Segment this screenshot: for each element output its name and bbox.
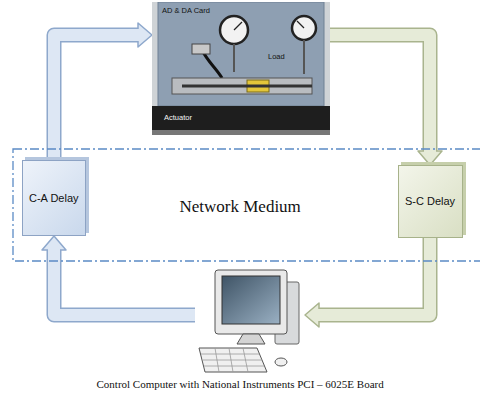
arrow-outline	[54, 250, 195, 315]
keyboard	[199, 348, 267, 372]
arrow-body	[316, 238, 430, 315]
part-label: Actuator	[164, 113, 192, 122]
delay-box: C-A Delay	[22, 160, 86, 236]
flow-arrow	[42, 236, 195, 315]
part-label: AD & DA Card	[162, 6, 210, 15]
gauge-needle	[297, 21, 304, 28]
network-band: Network Medium C-A Delay S-C Delay	[12, 148, 480, 262]
bench-top	[152, 106, 330, 130]
computer-drawing	[195, 268, 305, 376]
arrow-body	[54, 247, 195, 315]
box-label: S-C Delay	[405, 195, 455, 208]
servo-valve	[192, 44, 210, 54]
mounting-panel	[158, 2, 324, 106]
pipe	[233, 44, 235, 72]
computer-icon: Control Computer with National Instrumen…	[195, 268, 305, 376]
arrow-outline	[330, 35, 430, 151]
dash-dot-border	[13, 149, 480, 261]
photo-background	[152, 2, 330, 135]
flow-arrow	[305, 238, 430, 327]
arrow-outline	[54, 35, 138, 160]
keyboard-keys	[201, 348, 264, 372]
piston-rod	[182, 85, 312, 88]
gauge-needle	[234, 22, 242, 30]
flow-arrow	[330, 35, 442, 165]
actuator-cylinder	[172, 78, 312, 94]
mouse	[275, 358, 287, 366]
box-label: C-A Delay	[29, 192, 79, 205]
figure-caption: Control Computer with National Instrumen…	[97, 378, 384, 391]
monitor-bezel	[215, 270, 287, 334]
flow-arrow	[54, 23, 152, 160]
pipe	[303, 40, 305, 74]
arrow-body	[54, 35, 141, 160]
arrow-body	[330, 35, 430, 154]
floor	[152, 130, 330, 135]
band-title: Network Medium	[180, 197, 301, 217]
arrow-outline	[319, 238, 430, 315]
test-rig-photo: LoadActuator AD & DA Card	[152, 2, 330, 135]
pressure-gauge	[292, 16, 316, 40]
monitor-stand	[237, 334, 265, 344]
delay-box: S-C Delay	[398, 165, 463, 238]
part-label: Load	[268, 52, 285, 61]
pressure-gauge	[220, 16, 248, 44]
monitor-screen	[222, 276, 280, 324]
